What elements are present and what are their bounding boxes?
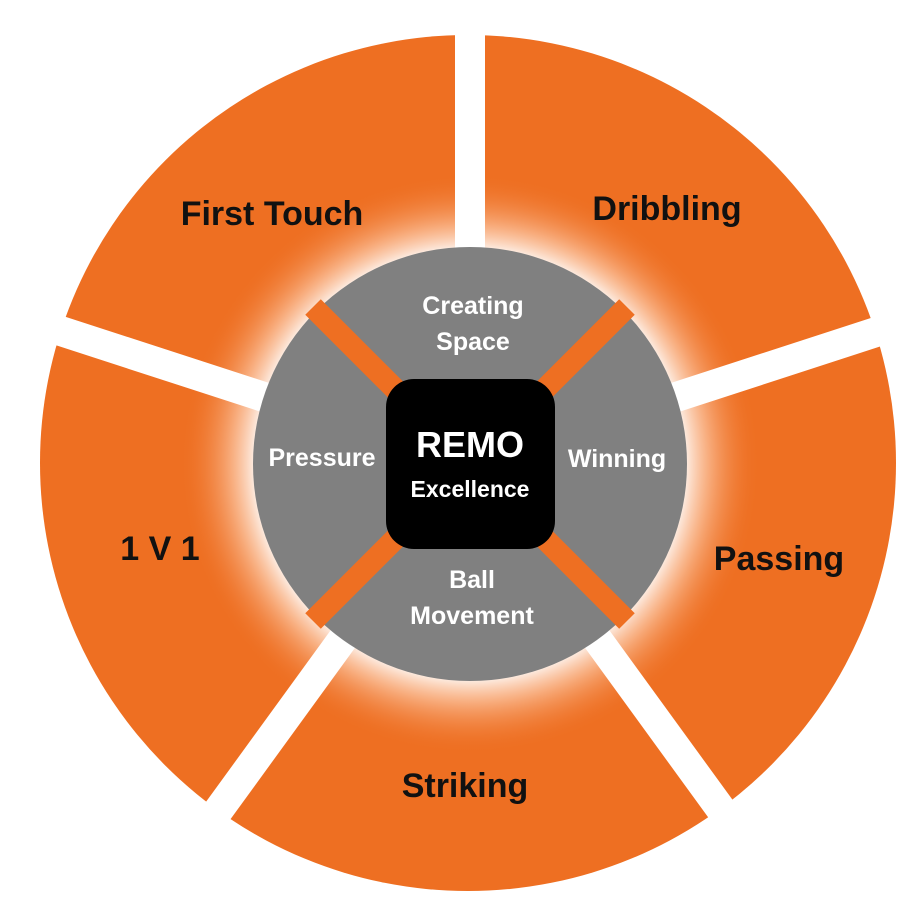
outer-label-passing: Passing [714, 540, 844, 578]
inner-label-pressure: Pressure [268, 444, 375, 472]
inner-label-movement: Movement [410, 602, 534, 630]
outer-label-1v1: 1 V 1 [120, 530, 199, 568]
inner-label-creating: Creating [422, 292, 523, 320]
segment-gap [575, 616, 759, 854]
segment-gap [18, 304, 285, 417]
center-subtitle: Excellence [411, 476, 530, 502]
outer-label-first-touch: First Touch [181, 195, 364, 233]
segment-gap [655, 304, 922, 417]
center-box [386, 379, 555, 549]
inner-label-space: Space [436, 328, 510, 356]
segment-gap [181, 616, 365, 854]
segment-gaps [18, 0, 922, 854]
outer-label-striking: Striking [402, 767, 529, 805]
inner-label-winning: Winning [568, 445, 666, 473]
inner-label-ball: Ball [449, 566, 495, 594]
outer-label-dribbling: Dribbling [592, 190, 741, 228]
center-title: REMO [416, 424, 524, 465]
